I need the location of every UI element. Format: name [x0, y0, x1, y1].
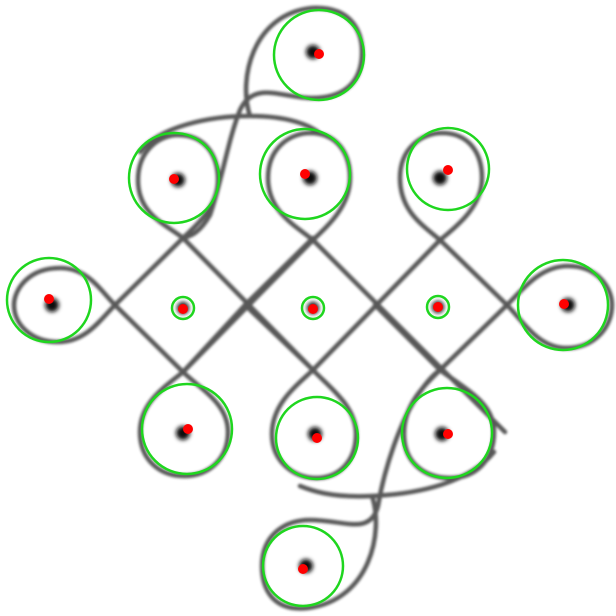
detection-ring [300, 295, 326, 321]
lattice-diagonal-9 [437, 237, 510, 308]
center-marker [308, 304, 318, 314]
detection-ring [258, 127, 352, 221]
center-marker [314, 49, 324, 59]
detection-ring [5, 256, 93, 344]
center-marker [443, 429, 453, 439]
loop-top [137, 5, 365, 241]
dot [433, 171, 447, 185]
center-marker [183, 424, 193, 434]
center-marker [559, 299, 569, 309]
kolam-lines [11, 5, 615, 611]
loop-bottom [259, 367, 497, 611]
lattice-diagonal-5 [242, 235, 316, 308]
lattice-diagonal-1 [112, 235, 186, 308]
detection-ring [425, 294, 451, 320]
lobe-upper-middle [265, 130, 353, 243]
detection-ring [140, 382, 234, 476]
detection-ring [516, 258, 610, 352]
detection-ring [405, 126, 491, 212]
lattice-diagonal-10 [437, 302, 510, 373]
detection-ring [272, 8, 366, 102]
detection-rings [5, 8, 610, 608]
detection-ring [261, 524, 345, 608]
detection-ring [400, 386, 494, 480]
lattice-diagonal-8 [372, 302, 443, 373]
center-marker [443, 165, 453, 175]
detection-ring [127, 131, 221, 225]
center-marker [433, 302, 443, 312]
lobe-left [11, 265, 118, 345]
detection-ring [170, 295, 196, 321]
lattice-diagonal-11 [180, 302, 248, 375]
lobe-upper-right [397, 130, 485, 243]
center-marker [312, 433, 322, 443]
center-markers [44, 49, 569, 574]
center-marker [169, 174, 179, 184]
lattice-diagonal-2 [112, 302, 186, 375]
lattice-diagonal-12 [242, 302, 316, 373]
center-marker [300, 169, 310, 179]
detection-ring [274, 395, 360, 481]
center-marker [298, 564, 308, 574]
center-marker [178, 304, 188, 314]
lobe-right [504, 263, 615, 351]
center-marker [44, 294, 54, 304]
